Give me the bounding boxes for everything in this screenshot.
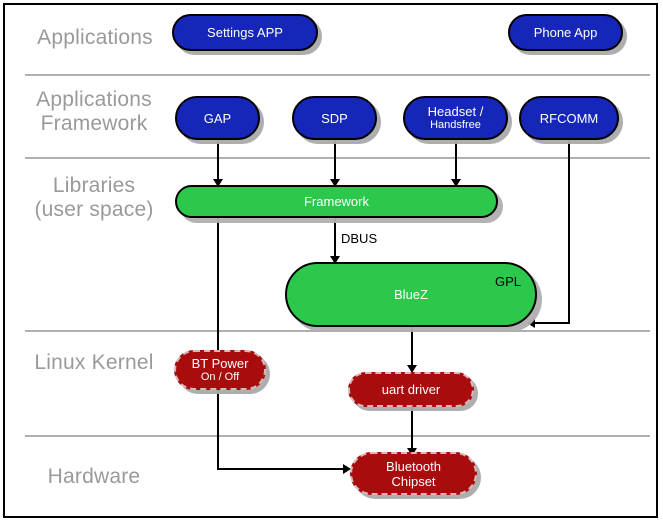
edge-bluez-to-uart-arrow <box>407 365 417 373</box>
edge-framework-to-bluez-arrow <box>330 256 340 264</box>
edge-gap-to-framework-arrow <box>213 179 223 187</box>
node-headset-handsfree[interactable]: Headset / Handsfree <box>403 96 508 140</box>
node-rfcomm-label: RFCOMM <box>539 110 599 126</box>
node-framework[interactable]: Framework <box>175 185 498 218</box>
edge-framework-to-bluez-line <box>334 217 336 260</box>
node-bt-power[interactable]: BT Power On / Off <box>174 350 266 390</box>
divider-hardware <box>25 435 650 437</box>
edge-uart-to-chipset-line <box>411 406 413 452</box>
node-rfcomm[interactable]: RFCOMM <box>519 96 619 140</box>
node-bluetooth-chipset[interactable]: Bluetooth Chipset <box>350 452 477 495</box>
divider-applications <box>25 74 650 76</box>
node-gap-label: GAP <box>203 110 232 126</box>
layer-label-applications: Applications <box>37 26 153 49</box>
node-uart-driver[interactable]: uart driver <box>348 372 474 407</box>
node-headset-handsfree-sublabel: Handsfree <box>430 119 481 131</box>
node-headset-handsfree-label: Headset / <box>427 104 484 119</box>
layer-label-libraries: Libraries (user space) <box>34 174 154 221</box>
node-sdp-label: SDP <box>321 110 348 126</box>
diagram-border <box>3 3 658 518</box>
node-settings-app[interactable]: Settings APP <box>172 14 318 51</box>
node-phone-app[interactable]: Phone App <box>508 14 623 51</box>
node-bluetooth-chipset-label: Bluetooth <box>386 458 441 474</box>
edge-sdp-to-framework-arrow <box>330 179 340 187</box>
edge-gap-to-chipset-vline <box>217 141 219 470</box>
node-bluetooth-chipset-sublabel: Chipset <box>391 473 436 489</box>
edge-rfcomm-to-bluez-hline <box>534 322 570 324</box>
node-bluez-label: BlueZ <box>394 287 428 302</box>
layer-label-applications-framework: Applications Framework <box>36 88 152 135</box>
edge-sdp-to-framework-line <box>334 141 336 183</box>
node-bt-power-label: BT Power <box>191 356 249 371</box>
divider-libraries <box>25 330 650 332</box>
divider-framework <box>25 157 650 159</box>
node-sdp[interactable]: SDP <box>292 96 377 140</box>
node-bluez[interactable]: GPL BlueZ <box>285 262 537 327</box>
edge-bluez-to-uart-line <box>411 327 413 369</box>
node-settings-app-label: Settings APP <box>207 25 283 40</box>
node-phone-app-label: Phone App <box>533 25 598 40</box>
node-bluez-license-label: GPL <box>494 274 521 289</box>
edge-rfcomm-to-bluez-vline <box>568 141 570 324</box>
edge-gap-to-chipset-arrow <box>343 464 351 474</box>
layer-label-hardware: Hardware <box>47 465 141 488</box>
edge-label-dbus: DBUS <box>341 231 378 246</box>
node-uart-driver-label: uart driver <box>381 382 441 397</box>
edge-rfcomm-to-bluez-arrow <box>527 318 535 328</box>
edge-headset-to-framework-line <box>455 141 457 183</box>
edge-gap-to-chipset-hline <box>217 468 345 470</box>
edge-headset-to-framework-arrow <box>451 179 461 187</box>
node-gap[interactable]: GAP <box>175 96 260 140</box>
node-framework-label: Framework <box>303 194 369 209</box>
layer-label-linux-kernel: Linux Kernel <box>34 351 154 374</box>
node-bt-power-sublabel: On / Off <box>200 371 240 383</box>
